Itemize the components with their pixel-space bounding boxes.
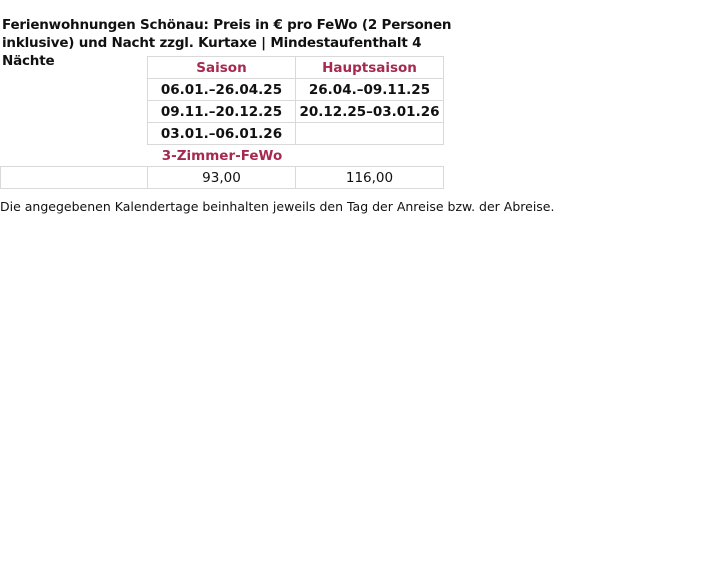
table-row: 09.11.–20.12.25 20.12.25–03.01.26 [1, 100, 444, 123]
date-cell-hauptsaison: 20.12.25–03.01.26 [295, 100, 444, 123]
price-row: 93,00 116,00 [0, 166, 444, 189]
row-label-cell [1, 101, 148, 123]
table-row: 03.01.–06.01.26 [1, 122, 444, 145]
footnote: Die angegebenen Kalendertage beinhalten … [0, 199, 555, 214]
section-row: 3-Zimmer-FeWo [1, 145, 444, 167]
column-header-saison: Saison [147, 56, 296, 79]
header-empty-cell [1, 57, 148, 79]
column-header-hauptsaison: Hauptsaison [295, 56, 444, 79]
date-cell-hauptsaison: 26.04.–09.11.25 [295, 78, 444, 101]
price-label-cell [0, 166, 148, 189]
table-header-row: Saison Hauptsaison [1, 56, 444, 79]
section-label-3-zimmer-fewo: 3-Zimmer-FeWo [161, 147, 283, 164]
row-label-cell [1, 79, 148, 101]
date-cell-saison: 06.01.–26.04.25 [147, 78, 296, 101]
date-cell-hauptsaison [295, 122, 444, 145]
price-cell-hauptsaison: 116,00 [295, 166, 444, 189]
row-label-cell [1, 123, 148, 145]
table-row: 06.01.–26.04.25 26.04.–09.11.25 [1, 78, 444, 101]
page-title: Ferienwohnungen Schönau: Preis in € pro … [2, 17, 452, 69]
date-cell-saison: 03.01.–06.01.26 [147, 122, 296, 145]
date-cell-saison: 09.11.–20.12.25 [147, 100, 296, 123]
price-cell-saison: 93,00 [147, 166, 296, 189]
price-table: Saison Hauptsaison 06.01.–26.04.25 26.04… [0, 56, 444, 189]
